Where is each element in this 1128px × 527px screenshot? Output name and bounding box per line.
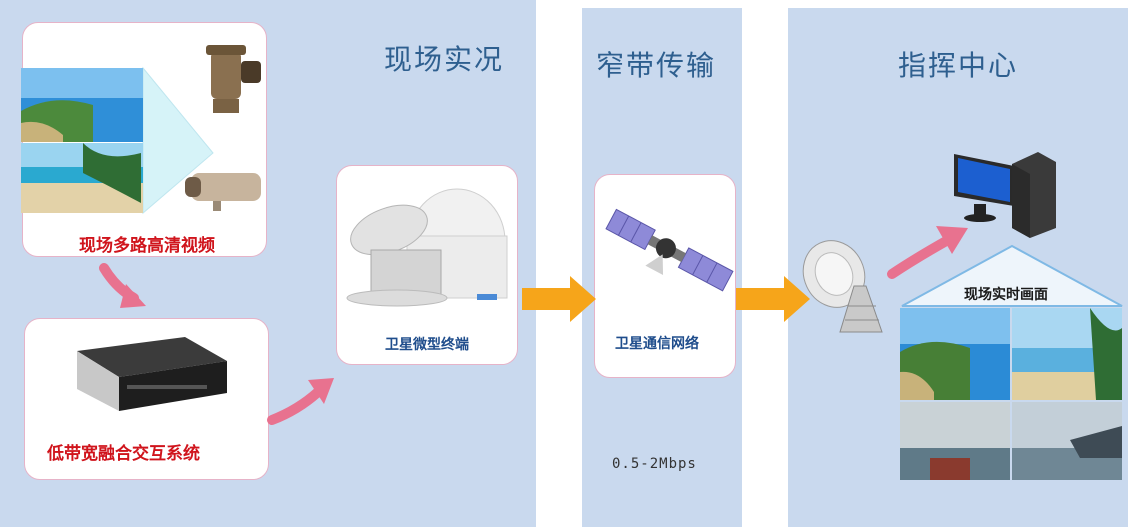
bullet-camera-icon bbox=[185, 173, 261, 211]
computer-icon bbox=[954, 152, 1056, 238]
live-feed-4 bbox=[1012, 402, 1122, 480]
satellite-icon bbox=[605, 208, 734, 292]
video-card: 现场多路高清视频 bbox=[21, 22, 267, 257]
bandwidth-label: 0.5-2Mbps bbox=[612, 456, 697, 472]
beach-photo-top bbox=[21, 68, 143, 142]
satellite-dish-icon bbox=[802, 240, 883, 333]
pink-arrow-video-to-fusion bbox=[99, 263, 146, 308]
section-title-transport: 窄带传输 bbox=[596, 49, 717, 82]
terminal-card: 卫星微型终端 bbox=[336, 165, 518, 365]
network-card: 卫星通信网络 bbox=[594, 174, 736, 378]
pink-arrow-fusion-to-terminal bbox=[267, 378, 334, 425]
fusion-device-icon bbox=[77, 337, 227, 411]
satellite-terminal-icon bbox=[346, 188, 508, 307]
network-label: 卫星通信网络 bbox=[615, 336, 699, 352]
live-feed-1 bbox=[900, 308, 1010, 400]
orange-arrow-terminal-to-network bbox=[522, 276, 596, 322]
fusion-label: 低带宽融合交互系统 bbox=[47, 444, 200, 464]
video-label: 现场多路高清视频 bbox=[79, 236, 215, 256]
pink-arrow-dish-to-computer bbox=[887, 226, 968, 279]
live-feed-roof bbox=[901, 244, 1123, 307]
live-feed-3 bbox=[900, 402, 1010, 480]
section-title-scene: 现场实况 bbox=[384, 43, 505, 76]
orange-arrow-network-to-center bbox=[736, 276, 810, 322]
beach-photo-bottom bbox=[21, 143, 143, 213]
dome-camera-icon bbox=[206, 45, 261, 113]
section-title-command: 指挥中心 bbox=[898, 49, 1019, 82]
live-feed-2 bbox=[1012, 308, 1122, 400]
video-illustration bbox=[21, 45, 261, 215]
live-video-grid bbox=[900, 308, 1122, 480]
fusion-card: 低带宽融合交互系统 bbox=[24, 318, 269, 480]
live-feed-label: 现场实时画面 bbox=[964, 287, 1048, 303]
terminal-label: 卫星微型终端 bbox=[385, 337, 469, 353]
